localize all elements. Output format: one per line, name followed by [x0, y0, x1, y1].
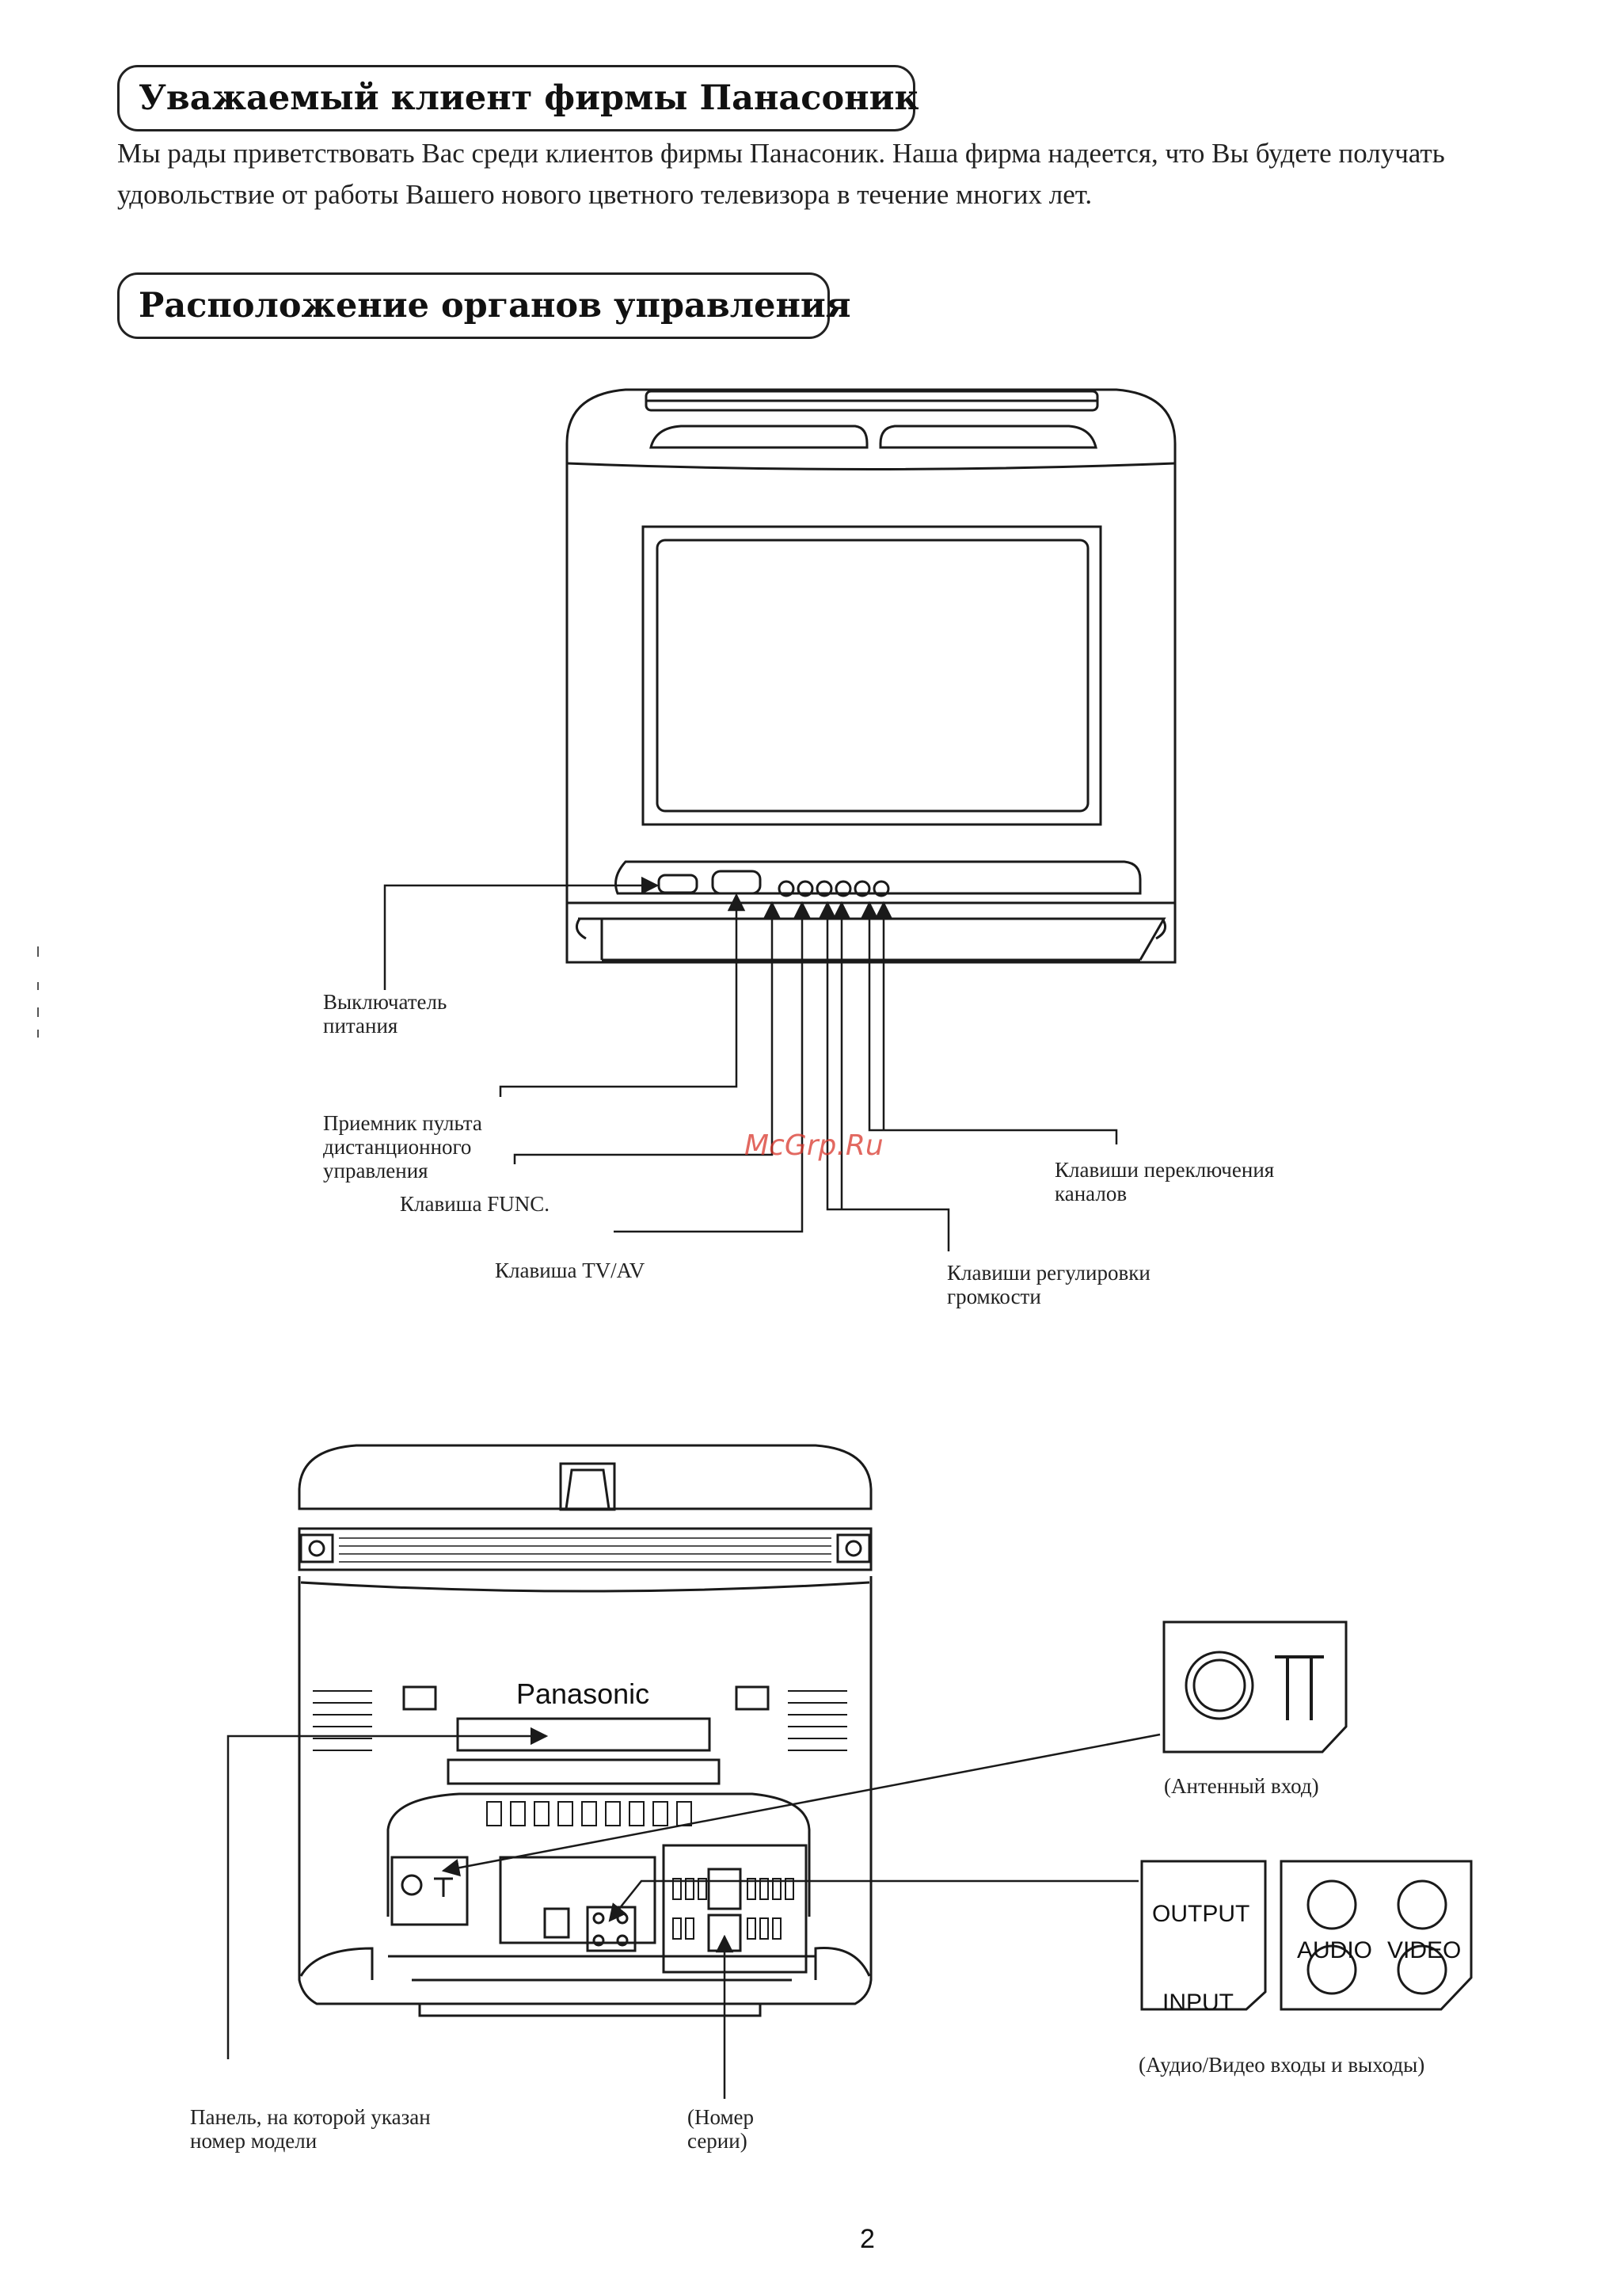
tv-rear-illustration: [298, 1444, 873, 2017]
page-number: 2: [860, 2224, 875, 2254]
front-leader-lines: [383, 876, 1118, 1251]
output-label: OUTPUT: [1152, 1901, 1250, 1927]
brand-name: Panasonic: [516, 1677, 650, 1710]
power-switch-label: Выключатель питания: [323, 990, 447, 1038]
antenna-input-callout: [1162, 1620, 1348, 1754]
audio-label: AUDIO: [1297, 1937, 1373, 1963]
greeting-title: Уважаемый клиент фирмы Панасоник: [117, 65, 919, 131]
greeting-paragraph: Мы рады приветствовать Вас среди клиенто…: [117, 138, 1445, 210]
video-label: VIDEO: [1387, 1937, 1462, 1963]
rear-leader-lines: [226, 1727, 1161, 2099]
controls-title: Расположение органов управления: [117, 272, 851, 339]
func-key-label: Клавиша FUNC.: [400, 1192, 550, 1216]
model-panel-label: Панель, на которой указан номер модели: [190, 2105, 431, 2153]
serial-number-label: (Номер серии): [687, 2105, 755, 2153]
volume-keys-label: Клавиши регулировки громкости: [947, 1261, 1150, 1308]
tv-front-illustration: [565, 388, 1177, 964]
antenna-input-label: (Антенный вход): [1164, 1774, 1319, 1798]
remote-receiver-label: Приемник пульта дистанционного управлени…: [323, 1111, 482, 1182]
input-label: INPUT: [1162, 1990, 1234, 2016]
av-io-label: (Аудио/Видео входы и выходы): [1139, 2053, 1425, 2077]
tvav-key-label: Клавиша TV/AV: [495, 1259, 645, 1282]
watermark-text: McGrp.Ru: [744, 1129, 884, 1162]
av-io-callout: [1140, 1860, 1473, 2011]
channel-keys-label: Клавиши переключения каналов: [1055, 1158, 1275, 1205]
